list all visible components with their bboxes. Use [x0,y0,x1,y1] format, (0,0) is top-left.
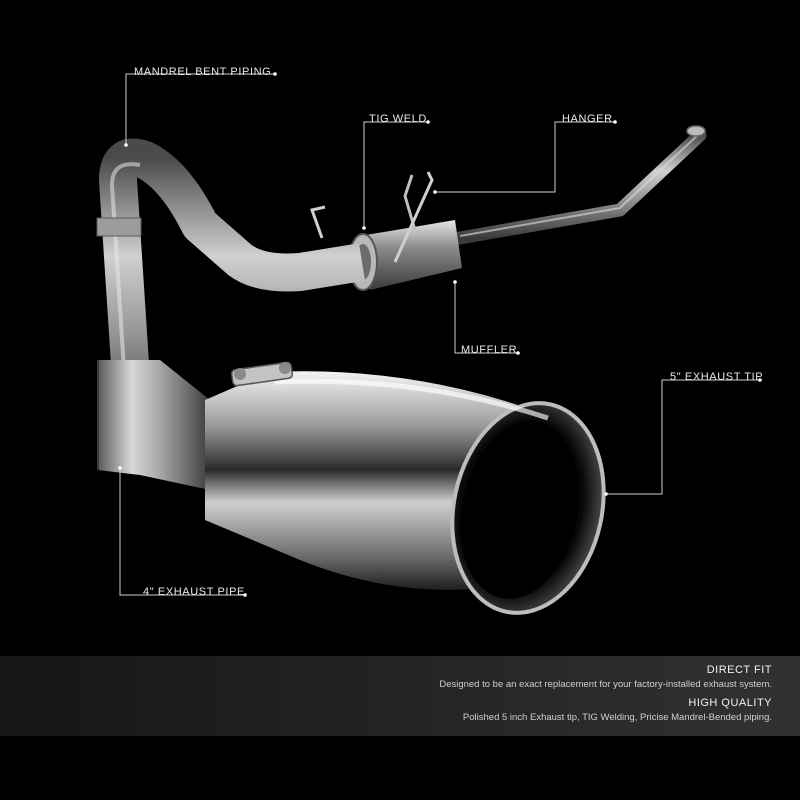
feature-title-direct-fit: DIRECT FIT [706,664,772,676]
leader-pipe [119,468,245,596]
leader-tip [606,379,760,495]
feature-desc-high-quality: Polished 5 inch Exhaust tip, TIG Welding… [462,712,772,723]
label-hanger: HANGER [562,113,613,125]
leader-mandrel [125,73,275,145]
leader-tig [363,121,428,228]
hanger-hook-left [310,205,326,239]
tailpipe-end [686,125,706,137]
pipe-clamp-band [96,217,142,237]
label-exhaust-tip: 5" EXHAUST TIP [670,371,764,383]
leader-hanger [435,121,615,193]
tailpipe [453,128,707,245]
label-exhaust-pipe: 4" EXHAUST PIPE [143,586,245,598]
exhaust-tip-5in [205,371,606,615]
label-mandrel-bent-piping: MANDREL BENT PIPING [134,66,272,78]
feature-desc-direct-fit: Designed to be an exact replacement for … [439,679,772,690]
label-muffler: MUFFLER [461,344,518,356]
label-tig-weld: TIG WELD [369,113,427,125]
exhaust-pipe-4in [98,360,210,490]
tip-clamp [230,361,294,387]
feature-info-bar [0,656,800,736]
muffler-body [348,220,462,291]
leader-muffler [454,282,518,354]
feature-title-high-quality: HIGH QUALITY [688,697,772,709]
hanger-rod-upper [393,171,434,263]
mandrel-bent-pipe [99,138,366,442]
hanger-rod [403,174,417,231]
